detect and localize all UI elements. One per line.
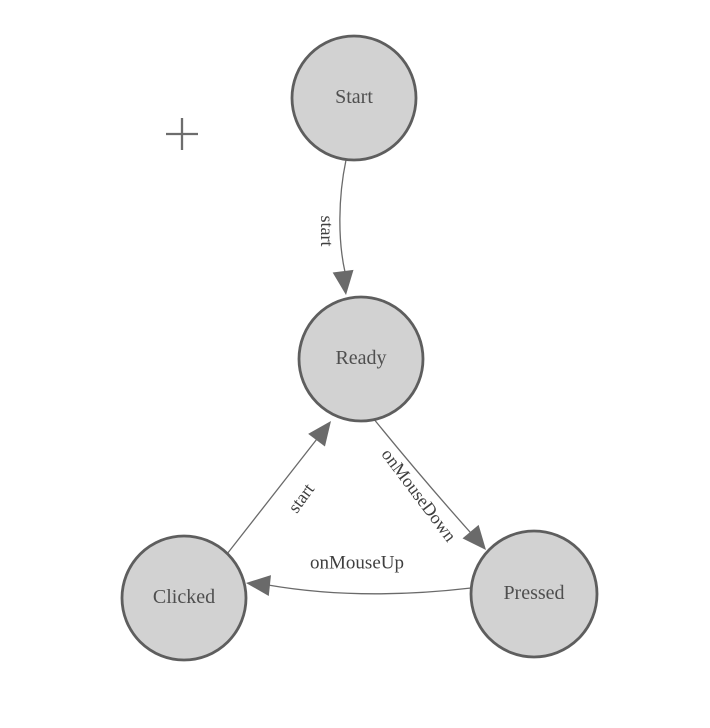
edge-line-clicked-to-ready[interactable]: [226, 429, 325, 555]
state-node-circle-ready[interactable]: [297, 295, 425, 423]
edge-line-start-to-ready[interactable]: [339, 159, 347, 273]
edge-line-ready-to-pressed[interactable]: [372, 417, 479, 542]
edge-line-pressed-to-clicked[interactable]: [267, 584, 472, 595]
arrowhead-icon: [308, 421, 331, 447]
edge-label-clicked-to-ready: start: [284, 480, 318, 517]
edge-ready-to-pressed[interactable]: onMouseDown: [372, 417, 486, 550]
edge-pressed-to-clicked[interactable]: onMouseUp: [246, 553, 472, 596]
state-node-start[interactable]: Start: [290, 34, 418, 162]
state-node-circle-pressed[interactable]: [469, 529, 599, 659]
arrowhead-icon: [246, 575, 271, 596]
edge-label-pressed-to-clicked: onMouseUp: [310, 553, 404, 574]
state-node-pressed[interactable]: Pressed: [469, 529, 599, 659]
edge-label-start-to-ready: start: [317, 216, 337, 247]
state-node-circle-clicked[interactable]: [120, 534, 248, 662]
state-node-circle-start[interactable]: [290, 34, 418, 162]
edge-start-to-ready[interactable]: start: [317, 159, 354, 295]
state-node-clicked[interactable]: Clicked: [120, 534, 248, 662]
state-node-ready[interactable]: Ready: [297, 295, 425, 423]
origin-cross-marker: [166, 118, 198, 150]
arrowhead-icon: [462, 524, 486, 550]
edge-clicked-to-ready[interactable]: start: [226, 421, 331, 555]
arrowhead-icon: [332, 269, 354, 295]
edge-label-ready-to-pressed: onMouseDown: [378, 445, 461, 546]
